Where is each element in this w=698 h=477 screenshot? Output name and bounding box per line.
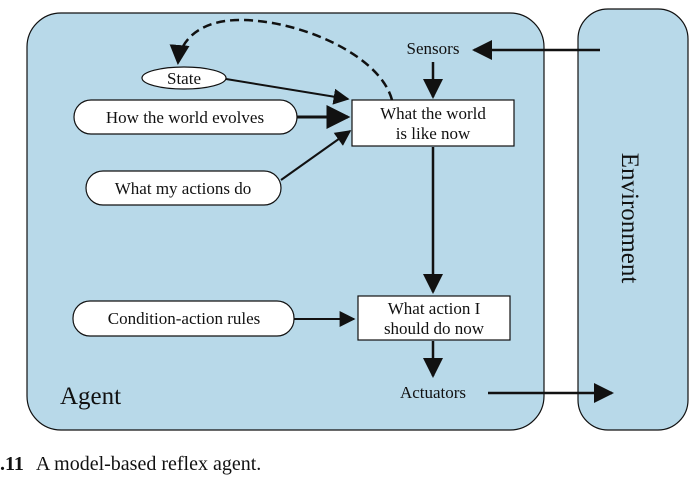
- actions-to-world-arrow: [280, 130, 352, 181]
- world-to-state-feedback-arrow: [169, 18, 394, 101]
- world-now-box: [351, 99, 515, 147]
- caption-text: A model-based reflex agent.: [36, 453, 261, 475]
- actions-do-node: [85, 170, 282, 206]
- action-now-line1: What action I: [388, 299, 481, 318]
- state-label: State: [167, 69, 201, 88]
- environment-label: Environment: [616, 153, 643, 284]
- sensors-label: Sensors: [407, 39, 460, 58]
- actuators-label: Actuators: [400, 383, 466, 402]
- agent-panel: [26, 12, 545, 431]
- action-now-line2: should do now: [384, 319, 485, 338]
- world-evolves-label: How the world evolves: [106, 108, 264, 127]
- state-to-world-arrow: [225, 78, 350, 105]
- world-now-line1: What the world: [380, 104, 486, 123]
- actions-do-label: What my actions do: [115, 179, 251, 198]
- state-node: [141, 66, 227, 90]
- environment-panel: [577, 8, 689, 431]
- action-now-box: [357, 295, 511, 341]
- rules-label: Condition-action rules: [108, 309, 261, 328]
- agent-label: Agent: [60, 383, 121, 410]
- world-now-line2: is like now: [396, 124, 471, 143]
- figure-caption: .11 A model-based reflex agent.: [0, 453, 261, 475]
- figure-number: .11: [0, 453, 24, 475]
